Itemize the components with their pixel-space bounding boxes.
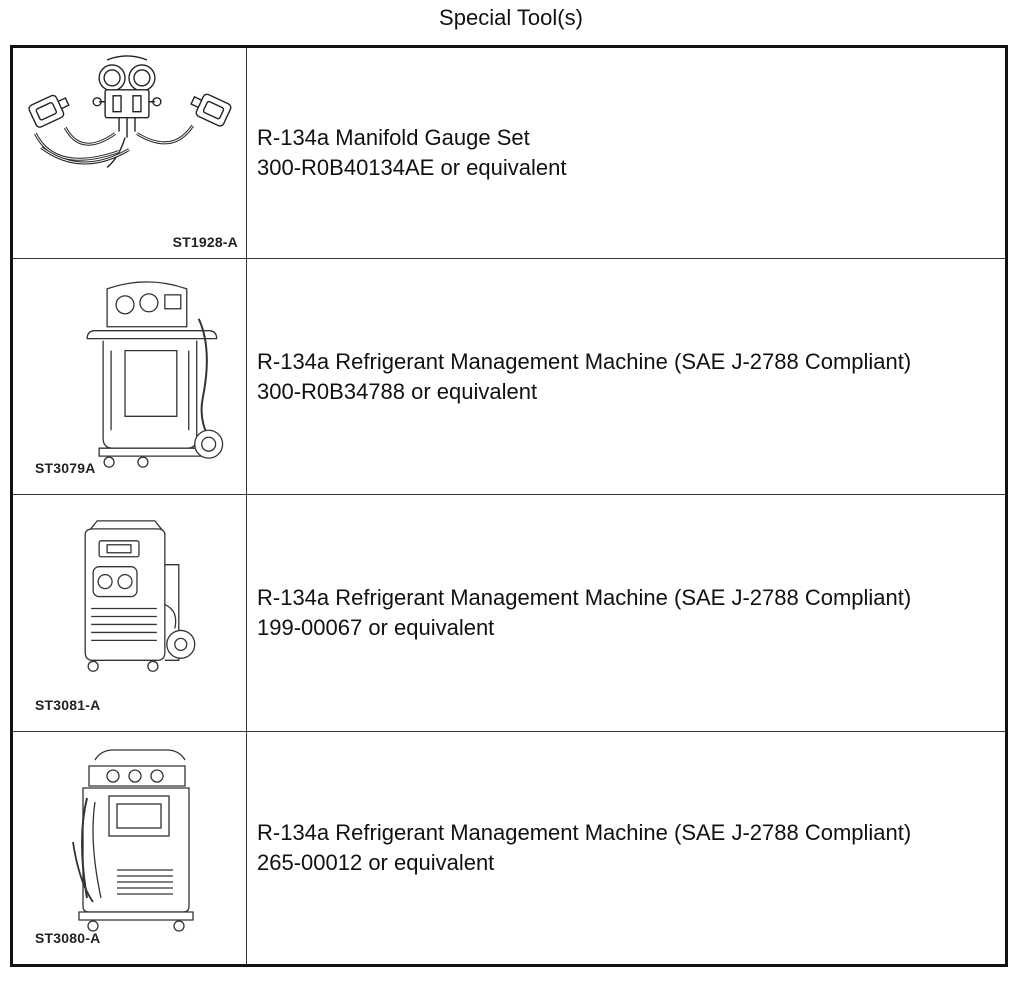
tool-code: ST3081-A: [35, 697, 101, 713]
tool-code: ST3079A: [35, 460, 96, 476]
tool-code: ST3080-A: [35, 930, 101, 946]
tool-part-number: 300-R0B34788 or equivalent: [257, 378, 538, 404]
table-row: ST3080-A R-134a Refrigerant Management M…: [13, 732, 1005, 964]
tool-illustration-cell: ST3080-A: [13, 732, 247, 964]
tool-part-number: 265-00012 or equivalent: [257, 850, 495, 875]
refrigerant-machine-icon: [86, 281, 224, 468]
tool-part-number: 300-R0B40134AE or equivalent: [257, 155, 567, 180]
manifold-gauge-set-icon: [28, 55, 232, 168]
tool-illustration-cell: ST3081-A: [13, 495, 247, 731]
tool-illustration-cell: ST1928-A: [13, 48, 247, 258]
tool-part-number: 199-00067 or equivalent: [257, 615, 495, 640]
tool-name: R-134a Refrigerant Management Machine (S…: [257, 585, 912, 610]
tool-description: R-134a Refrigerant Management Machine (S…: [257, 259, 999, 494]
page-title: Special Tool(s): [439, 5, 583, 30]
special-tools-table: ST1928-A R-134a Manifold Gauge Set 300-R…: [10, 45, 1008, 967]
tool-code: ST1928-A: [172, 234, 238, 250]
table-row: ST3079A R-134a Refrigerant Management Ma…: [13, 259, 1005, 495]
tool-name: R-134a Refrigerant Management Machine (S…: [257, 348, 912, 374]
tool-description: R-134a Refrigerant Management Machine (S…: [257, 732, 999, 964]
tool-name: R-134a Manifold Gauge Set: [257, 125, 530, 150]
refrigerant-machine-icon: [72, 749, 194, 932]
table-row: ST1928-A R-134a Manifold Gauge Set 300-R…: [13, 48, 1005, 259]
refrigerant-machine-icon: [84, 520, 196, 672]
tool-description: R-134a Refrigerant Management Machine (S…: [257, 495, 999, 731]
table-row: ST3081-A R-134a Refrigerant Management M…: [13, 495, 1005, 732]
tool-illustration-cell: ST3079A: [13, 259, 247, 494]
tool-name: R-134a Refrigerant Management Machine (S…: [257, 820, 912, 845]
tool-description: R-134a Manifold Gauge Set 300-R0B40134AE…: [257, 48, 999, 258]
